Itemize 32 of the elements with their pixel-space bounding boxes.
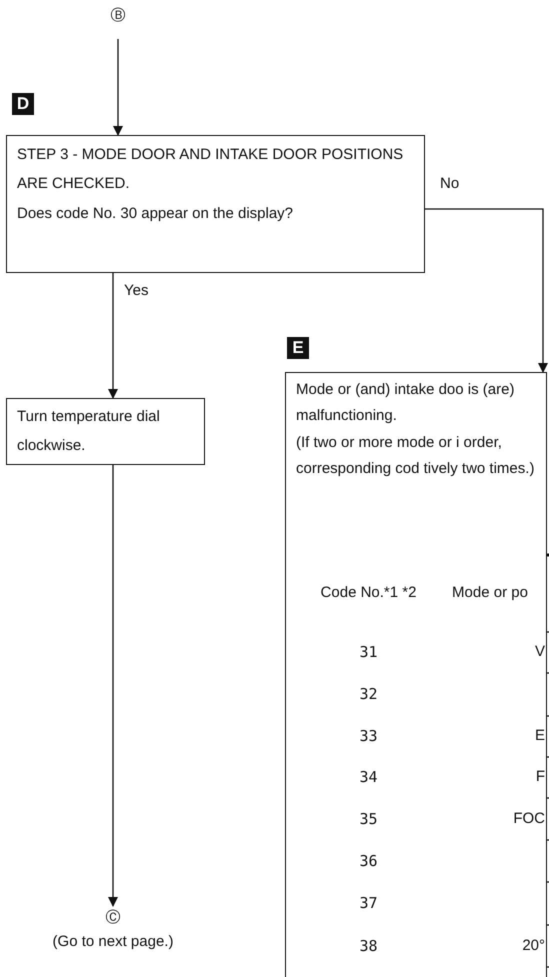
table-cell-text: F [534,767,545,788]
arrow [113,39,123,136]
section-badge: D [12,93,34,115]
step-text: Turn temperature dial clockwise. [17,407,161,456]
table-cell-text: 35 [358,808,379,830]
step-text: Mode or (and) intake doo is (are) malfunctioning. [296,380,516,426]
table-cell-text: 33 [358,726,379,748]
table-cell-text: 36 [358,850,379,872]
table-cell-text: 38 [358,936,379,957]
process-box [285,372,547,977]
table-cell-text: 37 [358,893,379,914]
process-box [6,398,205,465]
connector-symbol: Ⓑ [110,6,126,26]
table-cell-text: Code No.*1 *2 [320,583,418,604]
table-cell-text: V [534,642,545,662]
section-badge: E [287,337,309,359]
connector-symbol: Ⓒ [104,908,122,928]
table-cell-text: 20° [521,936,545,956]
arrow [425,208,548,373]
table-cell-text: 34 [358,767,379,788]
process-box [6,135,425,273]
arrow [108,273,118,399]
table-cell-text: Mode or po [451,583,529,604]
arrow [108,465,118,907]
table-cell-text: 32 [358,684,379,706]
question-text: (If two or more mode or i order, corresponding cod tively two times.) [296,432,536,479]
note-text: (Go to next page.) [52,932,174,952]
table-cell-text: 31 [358,642,379,664]
table-cell-text: FOC [512,808,545,829]
question-text: Does code No. 30 appear on the display? [17,204,294,224]
step-text: STEP 3 - MODE DOOR AND INTAKE DOOR POSITIONS ARE CHECKED. [17,145,404,194]
table-cell-text: E [534,726,545,746]
